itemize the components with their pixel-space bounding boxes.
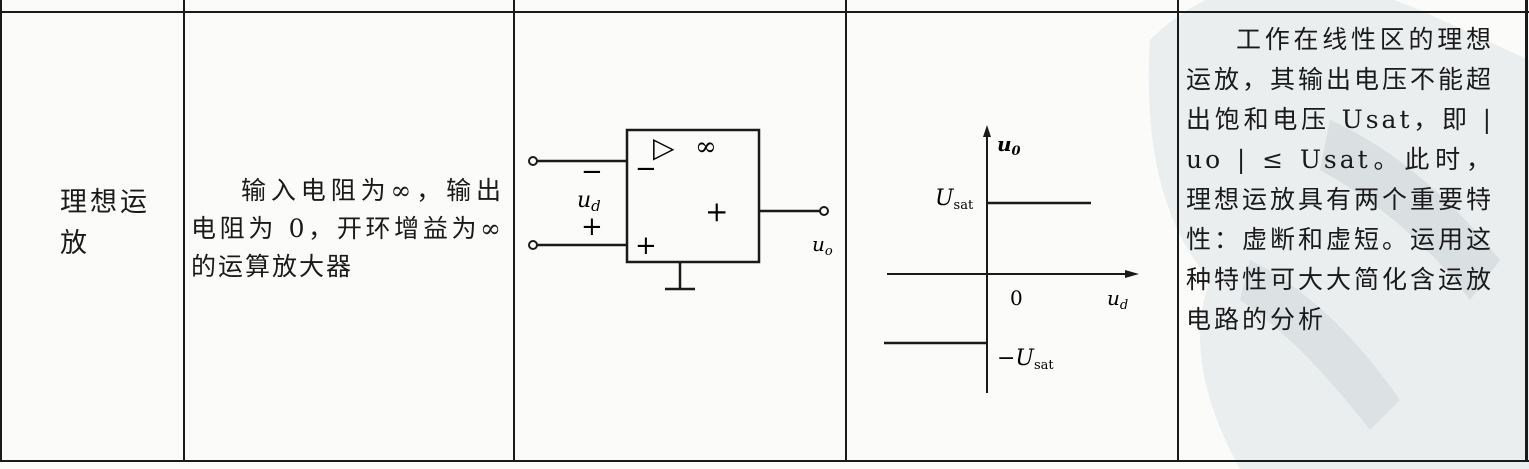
table-border-right [1525, 0, 1528, 462]
x-axis-label: ud [1107, 286, 1128, 313]
input-voltage-plus: + [581, 212, 603, 242]
column-divider [1177, 0, 1179, 462]
output-sign: + [705, 195, 728, 228]
x-axis-arrow-icon [1125, 270, 1139, 278]
table-border-left [0, 0, 2, 462]
inverting-input-terminal [528, 156, 538, 166]
amplifier-triangle-icon: ▷ [653, 131, 675, 164]
output-voltage-label: uo [812, 232, 833, 259]
column-divider [513, 0, 515, 462]
component-description: 输入电阻为∞，输出电阻为 0，开环增益为∞的运算放大器 [191, 176, 503, 281]
component-name: 理想运放 [60, 187, 150, 259]
column-divider [845, 0, 847, 462]
transfer-characteristic-graph: u0 ud 0 Usat −Usat [884, 125, 1139, 393]
gain-infinity-label: ∞ [695, 132, 717, 162]
negative-saturation-label: −Usat [997, 346, 1054, 373]
origin-label: 0 [1010, 286, 1023, 310]
output-terminal [819, 206, 829, 216]
y-axis-arrow-icon [983, 125, 991, 137]
input-voltage-label: ud [577, 188, 601, 215]
noninverting-input-terminal [528, 240, 538, 250]
positive-saturation-label: Usat [935, 186, 974, 213]
y-axis-label: u0 [997, 132, 1021, 159]
op-amp-box [625, 128, 761, 264]
input-voltage-minus: − [581, 157, 603, 187]
column-divider [183, 0, 185, 462]
op-amp-symbol: ▷ ∞ − + − ud + + uo [528, 128, 833, 291]
inverting-input-sign: − [635, 154, 657, 184]
component-notes: 工作在线性区的理想运放，其输出电压不能超出饱和电压 Usat，即 | uo | … [1186, 25, 1495, 334]
noninverting-input-sign: + [635, 231, 657, 261]
row-divider-top [0, 11, 1529, 13]
row-divider-bottom [0, 460, 1529, 462]
